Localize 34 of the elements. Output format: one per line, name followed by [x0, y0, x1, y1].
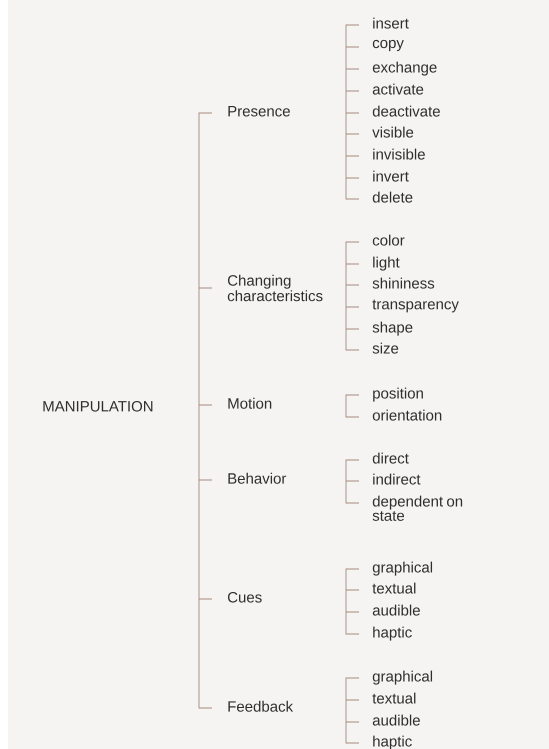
item-label: activate	[372, 84, 424, 95]
item-label: haptic	[373, 626, 412, 641]
item-label: delete	[372, 192, 412, 203]
item-label: invert	[373, 170, 409, 182]
category-label: Cues	[228, 592, 262, 603]
item-label: textual	[372, 692, 416, 704]
category-label: Feedback	[228, 700, 294, 712]
category-label: Behavior	[228, 472, 286, 484]
item-label: shape	[372, 322, 412, 336]
item-label: graphical	[372, 562, 432, 576]
item-label: color	[372, 234, 404, 246]
item-label: transparency	[372, 300, 459, 312]
item-label: deactivate	[372, 106, 440, 117]
item-label: graphical	[372, 670, 432, 685]
root-label: MANIPULATION	[43, 400, 152, 412]
item-label: copy	[372, 40, 404, 52]
item-label: audible	[372, 714, 420, 726]
item-label: size	[372, 342, 398, 354]
item-label: light	[373, 256, 400, 271]
item-label: position	[373, 388, 423, 402]
item-label: insert	[373, 18, 409, 29]
item-label: visible	[372, 126, 414, 138]
item-label: indirect	[373, 474, 420, 485]
item-label: audible	[372, 604, 420, 616]
item-label: invisible	[373, 148, 425, 160]
item-label: direct	[372, 452, 409, 464]
item-label: shininess	[372, 278, 434, 289]
item-label: dependent on state	[372, 496, 462, 521]
category-label: Presence	[228, 106, 290, 116]
item-label: orientation	[372, 410, 442, 421]
category-label: Motion	[228, 398, 272, 409]
item-label: exchange	[372, 62, 437, 76]
category-label: Changing characteristics	[228, 274, 322, 302]
item-label: textual	[372, 582, 416, 594]
